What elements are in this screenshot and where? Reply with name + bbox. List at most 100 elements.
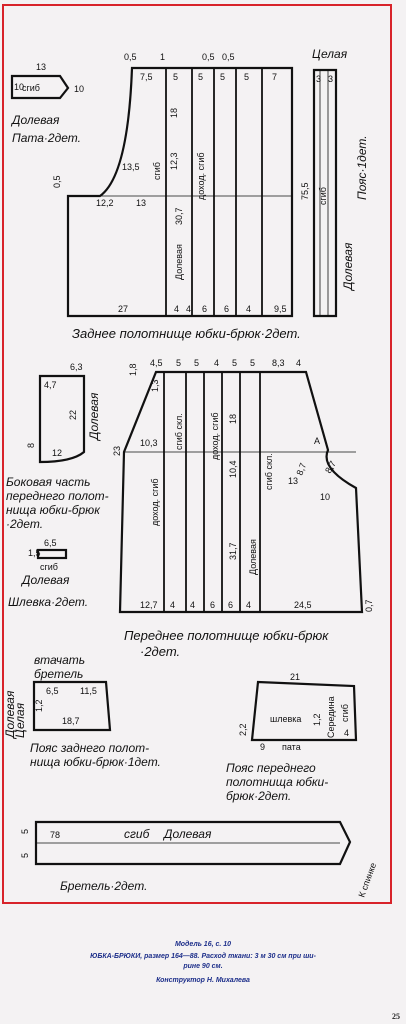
loop-fold: сгиб xyxy=(40,562,58,572)
front-top-3: 4 xyxy=(214,358,219,368)
front-top-6: 8,3 xyxy=(272,358,285,368)
back-top-2: 5 xyxy=(198,72,203,82)
caption-desc-2: рине 90 см. xyxy=(183,963,223,970)
front-vert-8: сгиб скл. xyxy=(264,453,274,490)
front-left-mark-1: 1,3 xyxy=(150,379,160,392)
front-belt-dim-0: 21 xyxy=(290,672,300,682)
strap-title: Бретель·2дет. xyxy=(60,879,147,893)
back-left-mark-2: 0,5 xyxy=(202,52,215,62)
front-belt-title-1: полотнища юбки- xyxy=(226,775,328,789)
back-left-mark-0: 0,5 xyxy=(124,52,137,62)
back-belt-title-1: нища юбки-брюк·1дет. xyxy=(30,755,161,769)
pata-width: 13 xyxy=(36,62,46,72)
caption-designer: Конструктор Н. Михалева xyxy=(156,977,250,984)
side-title-2: нища юбки-брюк xyxy=(6,503,101,517)
front-right-mark: 0,7 xyxy=(364,599,374,612)
front-belt-side-0: Середина xyxy=(326,696,336,738)
front-belt-loop: шлевка xyxy=(270,714,301,724)
front-belt-title-2: брюк·2дет. xyxy=(226,789,291,803)
back-left-mark-1: 1 xyxy=(160,52,165,62)
front-bottom-3: 6 xyxy=(210,600,215,610)
strap-h2: 5 xyxy=(20,853,30,858)
front-belt-dim-3: 9 xyxy=(260,742,265,752)
side-low: 8 xyxy=(26,443,36,448)
back-bottom-0: 27 xyxy=(118,304,128,314)
back-crotch-13: 13 xyxy=(136,198,146,208)
front-title-1: ·2дет. xyxy=(140,644,180,659)
front-top-0: 4,5 xyxy=(150,358,163,368)
belt-fold: сгиб xyxy=(318,187,328,205)
pata-fold: сгиб xyxy=(22,83,40,93)
front-top-5: 5 xyxy=(250,358,255,368)
back-vert-grain: Долевая xyxy=(174,244,184,280)
back-left-mark-3: 0,5 xyxy=(222,52,235,62)
back-vert-307: 30,7 xyxy=(174,207,184,225)
front-belt-pata: пата xyxy=(282,742,301,752)
front-belt-dim-2: 1,2 xyxy=(312,713,322,726)
front-bottom-6: 24,5 xyxy=(294,600,312,610)
front-belt-outline xyxy=(250,680,358,742)
belt-title1: Целая xyxy=(312,47,348,61)
side-title-0: Боковая часть xyxy=(6,475,90,489)
back-side-05: 0,5 xyxy=(52,175,62,188)
front-top-2: 5 xyxy=(194,358,199,368)
back-top-0: 7,5 xyxy=(140,72,153,82)
front-panel-outline xyxy=(118,370,364,614)
pata-h2: 10 xyxy=(74,84,84,94)
loop-outline xyxy=(36,548,68,560)
belt-top-0: 3 xyxy=(316,74,321,84)
front-vert-13: А xyxy=(314,436,320,446)
back-vert-doh: доход. сгиб xyxy=(196,152,206,200)
front-left-mark-0: 1,8 xyxy=(128,363,138,376)
front-vert-9: 13 xyxy=(288,476,298,486)
loop-grain: Долевая xyxy=(20,573,70,587)
front-vert-5: 10,4 xyxy=(228,460,238,478)
front-top-7: 4 xyxy=(296,358,301,368)
back-belt-side-0: 1,2 xyxy=(34,699,44,712)
back-top-5: 7 xyxy=(272,72,277,82)
back-bottom-5: 4 xyxy=(246,304,251,314)
back-belt-note-0: втачать xyxy=(34,653,85,667)
side-title-3: ·2дет. xyxy=(6,517,43,531)
front-belt-dim-1: 2,2 xyxy=(238,723,248,736)
loop-title: Шлевка·2дет. xyxy=(8,595,88,609)
side-top: 6,3 xyxy=(70,362,83,372)
back-side-755: 75,5 xyxy=(300,182,310,200)
side-w: 12 xyxy=(52,448,62,458)
caption-model: Модель 16, с. 10 xyxy=(174,941,232,948)
strap-len: 78 xyxy=(50,830,60,840)
front-belt-side-1: сгиб xyxy=(340,704,350,722)
back-belt-side-1: Целая xyxy=(13,702,27,738)
belt-top-1: 3 xyxy=(328,74,333,84)
front-vert-12: 10 xyxy=(320,492,330,502)
caption-desc: ЮБКА-БРЮКИ, размер 164—88. Расход ткани:… xyxy=(90,953,316,960)
back-top-1: 5 xyxy=(173,72,178,82)
front-belt-dim-4: 4 xyxy=(344,728,349,738)
strap-h1: 5 xyxy=(20,829,30,834)
side-left: 4,7 xyxy=(44,380,57,390)
back-bottom-1: 4 xyxy=(174,304,179,314)
front-bottom-5: 4 xyxy=(246,600,251,610)
back-bottom-2: 4 xyxy=(186,304,191,314)
front-vert-3: доход. сгиб xyxy=(210,412,220,460)
front-top-1: 5 xyxy=(176,358,181,368)
front-vert-0: 10,3 xyxy=(140,438,158,448)
front-vert-7: Долевая xyxy=(248,539,258,575)
back-top-4: 5 xyxy=(244,72,249,82)
back-belt-dim-2: 18,7 xyxy=(62,716,80,726)
front-belt-title-0: Пояс переднего xyxy=(226,761,316,775)
strap-fold: сгиб xyxy=(124,827,151,841)
front-bottom-0: 12,7 xyxy=(140,600,158,610)
back-vert-fold: сгиб xyxy=(152,162,162,180)
back-bottom-3: 6 xyxy=(202,304,207,314)
belt-title2: Пояс·1дет. xyxy=(355,135,369,200)
loop-w: 6,5 xyxy=(44,538,57,548)
page-number: 25 xyxy=(392,1012,400,1021)
back-belt-note-1: бретель xyxy=(34,667,83,681)
back-belt-outline xyxy=(32,680,112,732)
back-bottom-6: 9,5 xyxy=(274,304,287,314)
belt-outline xyxy=(312,68,338,318)
back-panel-outline xyxy=(66,66,294,318)
back-top-3: 5 xyxy=(220,72,225,82)
